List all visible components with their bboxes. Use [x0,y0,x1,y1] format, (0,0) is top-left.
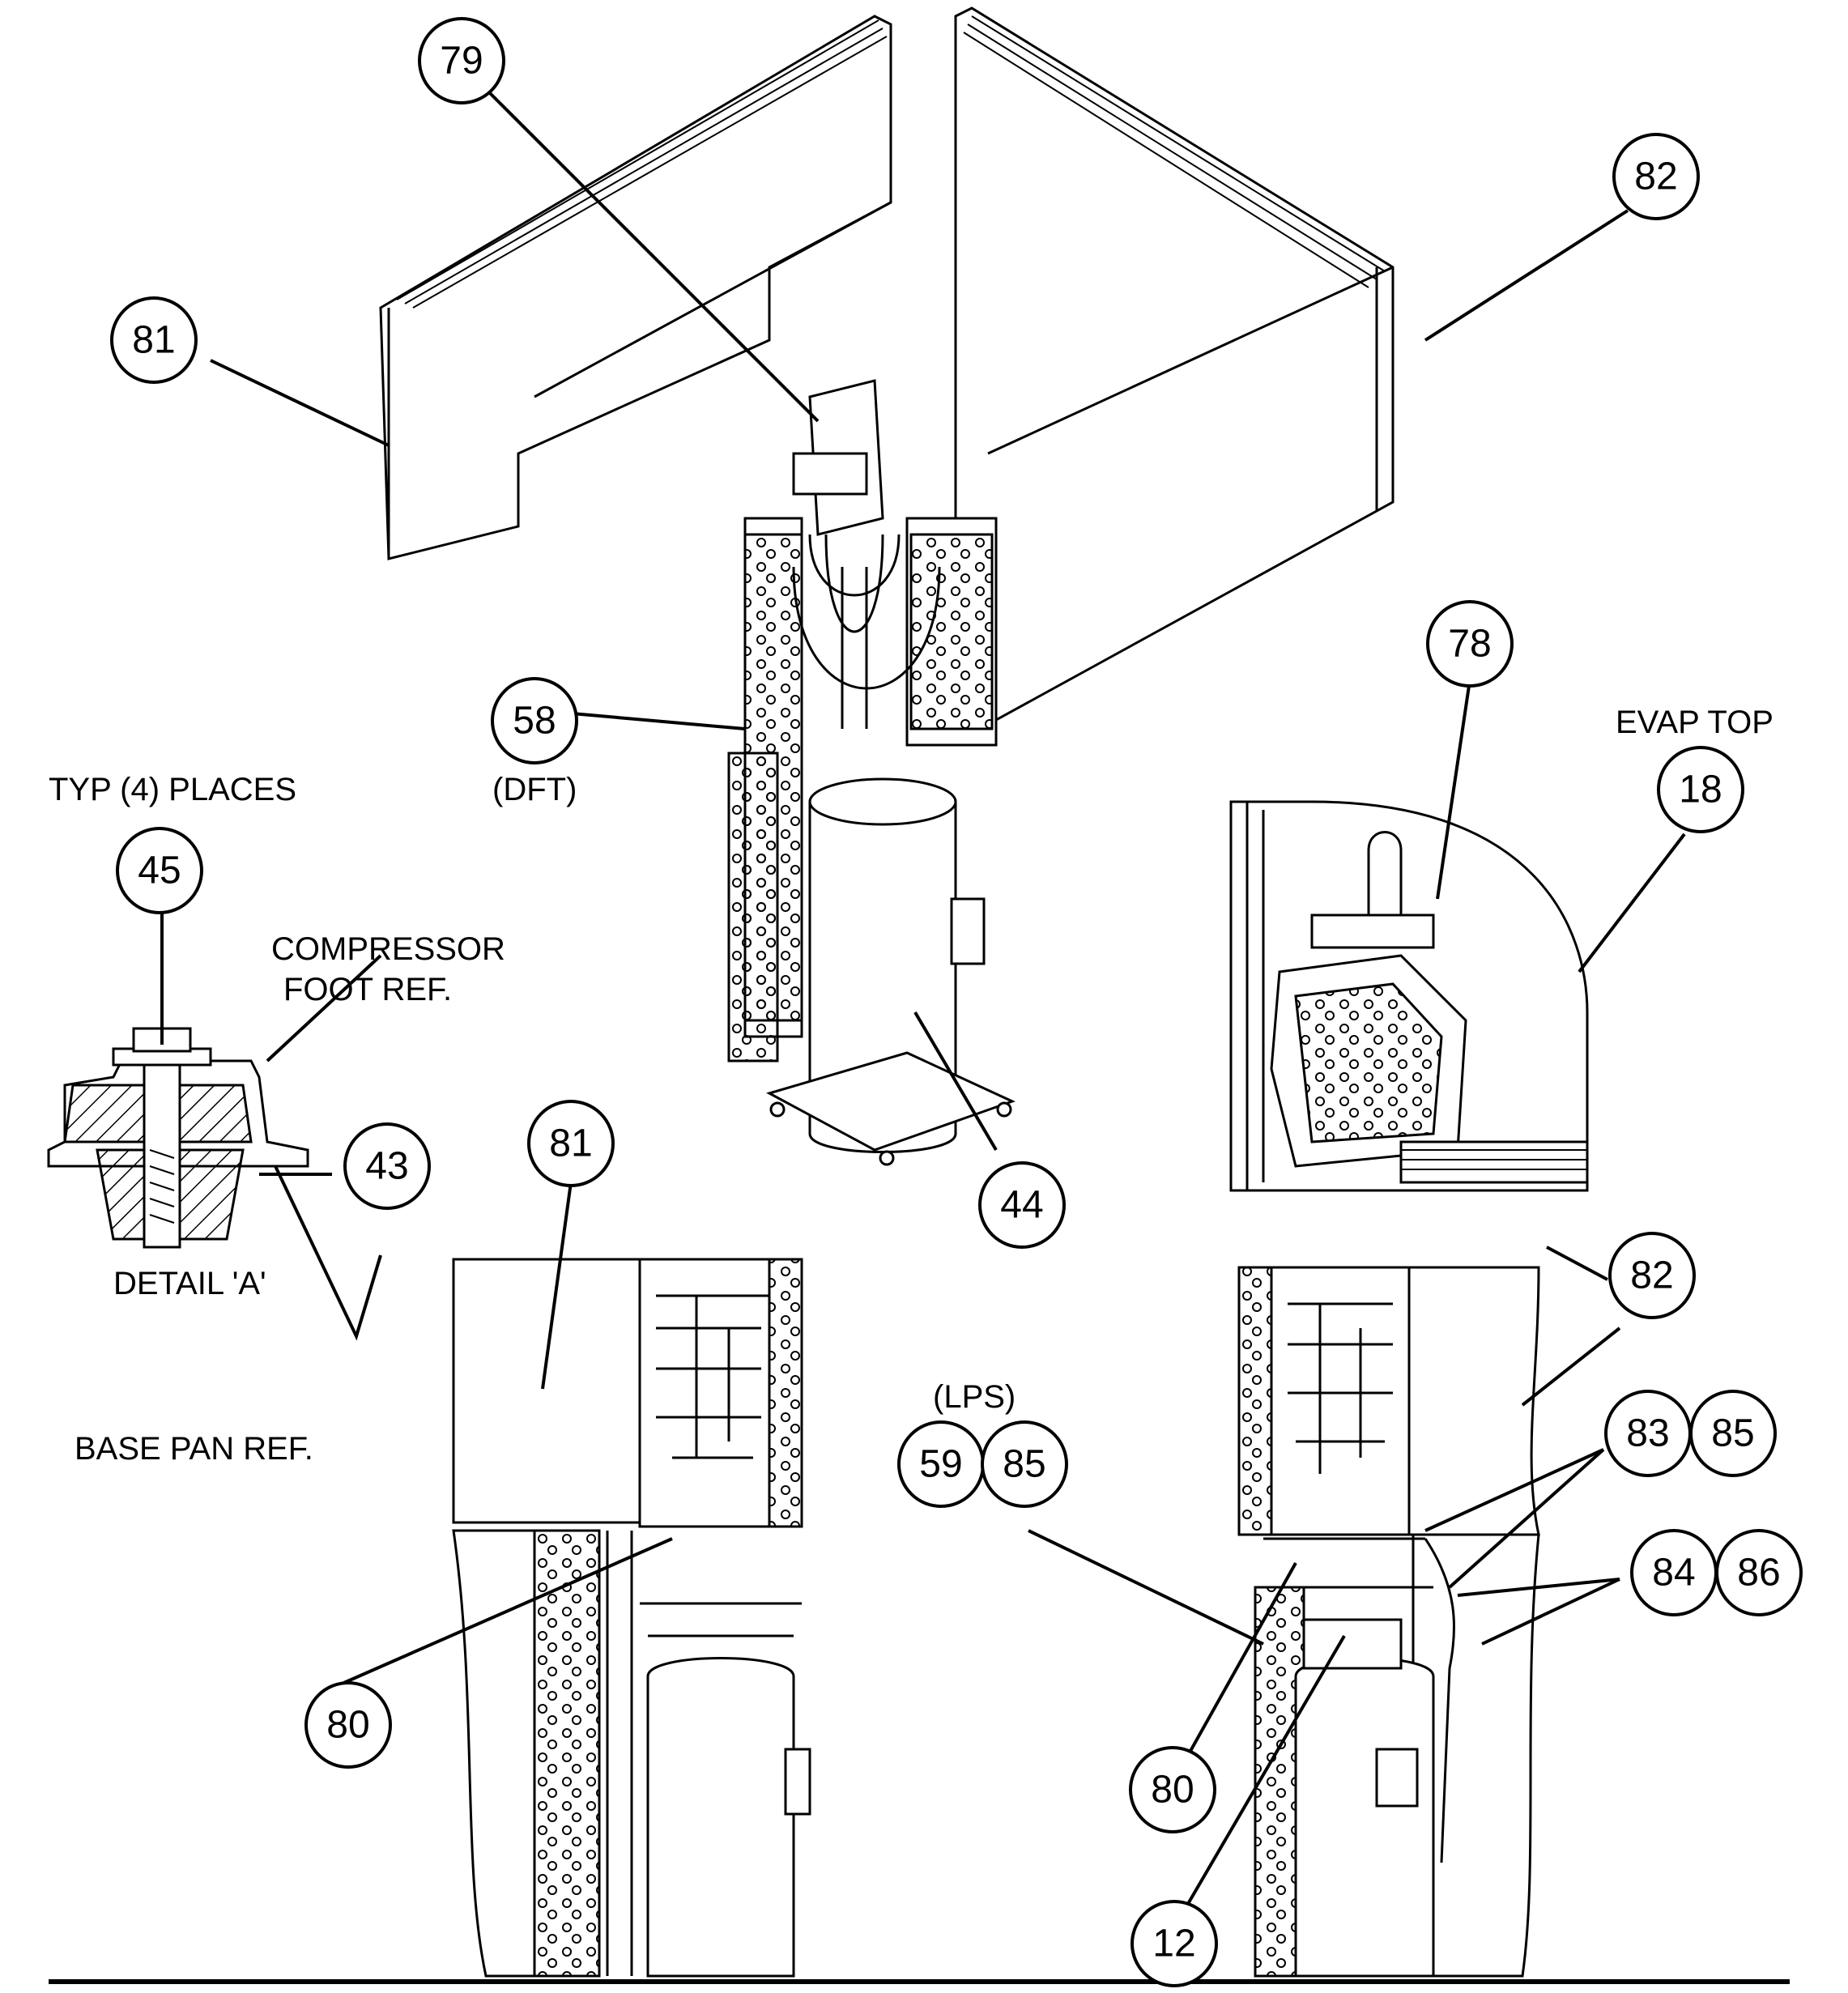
callout-58-label: 58 [513,700,556,743]
callout-83-label: 83 [1626,1412,1669,1455]
callout-45: 45 [116,827,203,914]
callout-85-right: 85 [1689,1390,1777,1477]
compressor-label: COMPRESSOR [271,931,505,967]
callout-44: 44 [978,1161,1066,1249]
callout-84-label: 84 [1652,1552,1695,1595]
callout-81-bottom: 81 [527,1100,615,1187]
detail-a-mount [47,1027,309,1249]
typ-places-label: TYP (4) PLACES [49,772,296,807]
callout-43-label: 43 [365,1145,408,1188]
callout-58: 58 [491,677,578,764]
callout-83: 83 [1604,1390,1692,1477]
callout-79: 79 [418,17,505,104]
callout-81-top-label: 81 [132,319,175,362]
callout-59-label: 59 [919,1443,962,1486]
callout-12-label: 12 [1152,1923,1195,1965]
callout-80-left-label: 80 [326,1704,369,1747]
callout-82-top: 82 [1612,133,1700,220]
callout-44-label: 44 [1000,1184,1043,1227]
callout-85-left: 85 [981,1420,1068,1508]
callout-59: 59 [897,1420,985,1508]
callout-85-left-label: 85 [1003,1443,1045,1486]
leader-lines [160,87,1686,1929]
callout-82-top-label: 82 [1634,155,1677,198]
base-pan-ref-label: BASE PAN REF. [75,1431,313,1467]
side-view-right [1237,1266,1540,1978]
callout-12: 12 [1131,1900,1218,1987]
callout-18: 18 [1657,746,1744,833]
callout-45-label: 45 [138,850,181,892]
callout-79-label: 79 [440,40,483,83]
callout-80-right-label: 80 [1151,1769,1194,1812]
foot-ref-label: FOOT REF. [283,972,452,1007]
callout-86-label: 86 [1737,1552,1780,1595]
side-view-left [452,1258,811,1978]
callout-80-left: 80 [304,1681,392,1769]
callout-85-right-label: 85 [1711,1412,1754,1455]
callout-43: 43 [343,1122,431,1210]
evap-top-view [1229,800,1589,1192]
callout-81-top: 81 [110,296,198,384]
callout-78: 78 [1426,600,1514,688]
callout-86: 86 [1715,1529,1803,1616]
callout-18-label: 18 [1679,769,1722,811]
callout-80-right: 80 [1129,1746,1216,1833]
dft-label: (DFT) [492,772,577,807]
outdoor-coil-top-view [379,6,1395,1166]
callout-82-bottom: 82 [1608,1232,1696,1319]
lps-label: (LPS) [933,1379,1016,1415]
callout-81-bottom-label: 81 [549,1122,592,1165]
callout-82-bottom-label: 82 [1630,1254,1673,1297]
callout-84: 84 [1630,1529,1718,1616]
evap-top-label: EVAP TOP [1616,705,1773,740]
callout-78-label: 78 [1448,623,1491,666]
detail-a-label: DETAIL 'A' [113,1266,266,1301]
